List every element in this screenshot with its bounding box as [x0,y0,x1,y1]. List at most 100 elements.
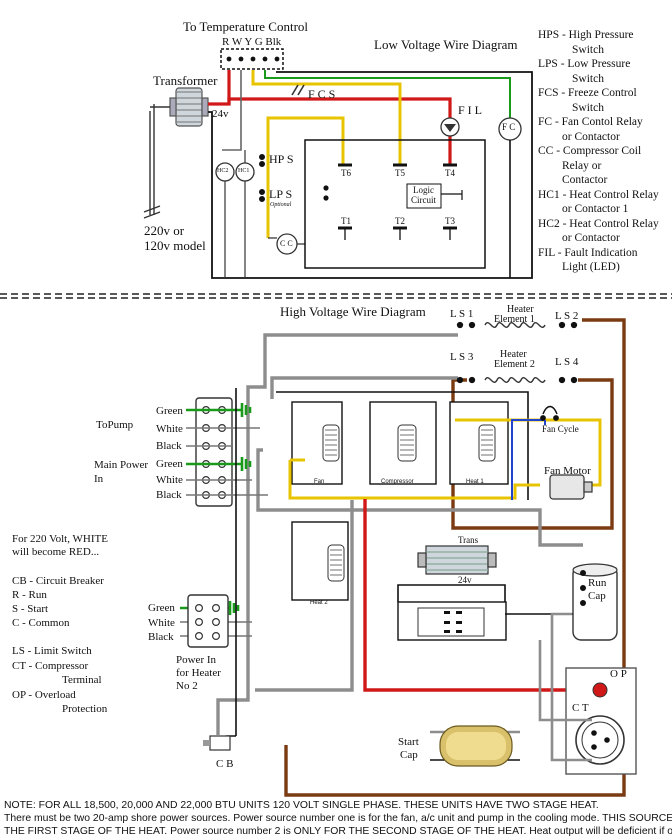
abbrev-ls: LS - Limit Switch [12,645,92,657]
heater2-label-b: Element 2 [494,359,535,370]
circuit-breaker [203,735,231,751]
heat2-relay-label: Heat 2 [310,600,328,606]
lps-label: LP S [269,187,293,201]
abbrev-op: OP - Overload [12,689,76,701]
legend-fil-cont: Light (LED) [562,261,620,273]
hps-label: HP S [269,152,294,166]
legend-fc-cont: or Contactor [562,130,620,143]
transformer-label: Transformer [153,73,218,88]
t1-label: T1 [341,216,351,226]
abbrev-op-cont: Protection [62,703,108,715]
legend-fc: FC - Fan Contol Relay [538,116,643,128]
heater2-terminal-strip [187,594,229,648]
legend-hps-cont: Switch [572,43,604,56]
ct-label: C T [572,702,589,714]
h2-green-label: Green [148,602,175,614]
to-pump-label: ToPump [96,419,134,431]
logic-label-1: Logic [413,185,434,195]
ls3-label: L S 3 [450,351,474,363]
logic-circuit-box [406,183,442,209]
fcs-label: F C S [308,87,336,101]
t5-label: T5 [395,168,405,178]
legend-lps-cont: Switch [572,72,604,85]
high-voltage-title: High Voltage Wire Diagram [280,304,426,319]
relay-coils [322,424,496,582]
legend-hc1: HC1 - Heat Control Relay [538,188,659,201]
note-line-1: NOTE: FOR ALL 18,500, 20,000 AND 22,000 … [4,800,599,811]
hv-transformer [417,545,497,575]
transformer-symbol [169,87,209,127]
fan-cycle-switch [540,405,559,421]
abbrev-ct: CT - Compressor [12,660,89,672]
heater-coils [484,322,546,383]
optional-label: Optional [270,202,292,208]
coil-windings [325,429,493,576]
h2-black-label: Black [148,631,174,643]
supply-label-2: 120v model [144,238,206,253]
power-heater-label-c: No 2 [176,680,198,692]
pump-green-label: Green [156,405,183,417]
abbrev-c: C - Common [12,617,70,629]
legend-hc1-cont: or Contactor 1 [562,203,629,215]
legend-fil: FIL - Fault Indication [538,246,638,259]
logic-board-outline [304,139,486,269]
trans-label: Trans [458,535,479,545]
op-label: O P [610,668,627,680]
start-capacitor [430,725,520,767]
legend-lps: LPS - Low Pressure [538,58,631,70]
lv-24v-label: 24v [212,108,229,120]
run-cap-terminals [580,570,586,606]
heat1-relay-label: Heat 1 [466,479,484,485]
heater1-label-b: Element 1 [494,314,535,325]
legend-hc2: HC2 - Heat Control Relay [538,217,659,230]
power-heater-label-a: Power In [176,654,217,666]
abbrev-ct-cont: Terminal [62,674,102,686]
brown-wires [284,318,626,797]
run-cap-label-b: Cap [588,590,606,602]
fan-motor [549,474,593,500]
h2-white-label: White [148,617,175,629]
start-cap-label-b: Cap [400,749,418,761]
component-legend: HPS - High Pressure Switch LPS - Low Pre… [538,28,670,275]
legend-hc2-cont: or Contactor [562,232,620,244]
trans-24v-label: 24v [458,575,472,585]
terminal-screws [226,56,280,62]
fil-label: F I L [458,103,482,117]
heater1-label-a: Heater [507,304,534,315]
pump-white-label: White [156,423,183,435]
ls1-label: L S 1 [450,308,474,320]
note-line-2: There must be two 20-amp shore power sou… [4,813,672,825]
supply-label-1: 220v or [144,223,185,238]
start-cap-label-a: Start [398,736,419,748]
footer-note: NOTE: FOR ALL 18,500, 20,000 AND 22,000 … [4,799,672,839]
legend-cc-cont2: Contactor [562,174,608,186]
cb-label: C B [216,758,234,770]
heater2-label-a: Heater [500,349,527,360]
limit-switches [456,321,578,384]
abbrev-s: S - Start [12,603,49,615]
gray-wires [216,333,583,735]
main-black-label: Black [156,489,182,501]
overload-protector [592,682,608,698]
t2-label: T2 [395,216,405,226]
ls4-label: L S 4 [555,356,579,368]
terminal-letters: R W Y G Blk [222,36,282,48]
main-green-label: Green [156,458,183,470]
fc-label: F C [502,122,516,132]
white-red-note-b: will become RED... [12,546,100,558]
low-voltage-title: Low Voltage Wire Diagram [374,37,518,52]
white-red-note-a: For 220 Volt, WHITE [12,533,108,545]
main-white-label: White [156,474,183,486]
red-wire [363,499,600,692]
run-capacitor [572,563,618,641]
power-heater-label-b: for Heater [176,667,221,679]
abbrev-r: R - Run [12,589,47,601]
abbrev-cb: CB - Circuit Breaker [12,575,104,587]
fan-cycle-label: Fan Cycle [542,424,579,434]
hv-control-board [397,601,507,641]
legend-cc-cont: Relay or [562,159,602,172]
fan-relay-label: Fan [314,479,325,485]
compressor-relay-label: Compressor [381,479,414,485]
